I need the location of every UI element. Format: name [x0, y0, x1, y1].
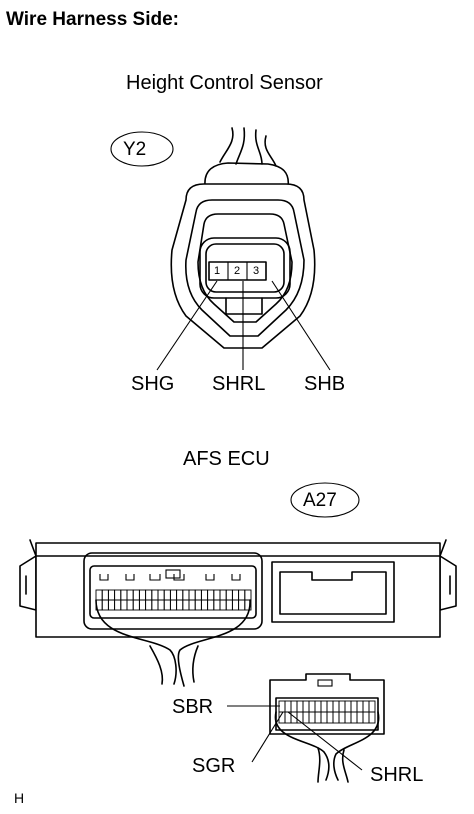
sensor-name: Height Control Sensor	[126, 72, 323, 94]
ecu-terminal-sgr: SGR	[192, 755, 236, 777]
ecu-connector-code: A27	[303, 490, 337, 511]
sensor-terminal-shb: SHB	[304, 373, 346, 395]
ecu-unit	[19, 482, 457, 687]
ecu-terminal-shrl: SHRL	[370, 764, 424, 786]
ecu-terminal-sbr: SBR	[172, 696, 214, 718]
page-title: Wire Harness Side:	[6, 9, 180, 30]
sensor-connector	[110, 127, 331, 371]
harness-connector-pins	[278, 700, 376, 724]
sensor-pin-1: 1	[214, 265, 221, 277]
sensor-pin-2: 2	[234, 265, 241, 277]
sensor-terminal-shg: SHG	[131, 373, 175, 395]
footer-mark: H	[14, 790, 25, 806]
sensor-terminal-shrl: SHRL	[212, 373, 266, 395]
ecu-name: AFS ECU	[183, 448, 270, 470]
sensor-connector-code: Y2	[123, 139, 147, 160]
ecu-harness-connector	[227, 673, 385, 783]
sensor-pin-3: 3	[253, 265, 260, 277]
ecu-connector-pins	[95, 589, 252, 611]
